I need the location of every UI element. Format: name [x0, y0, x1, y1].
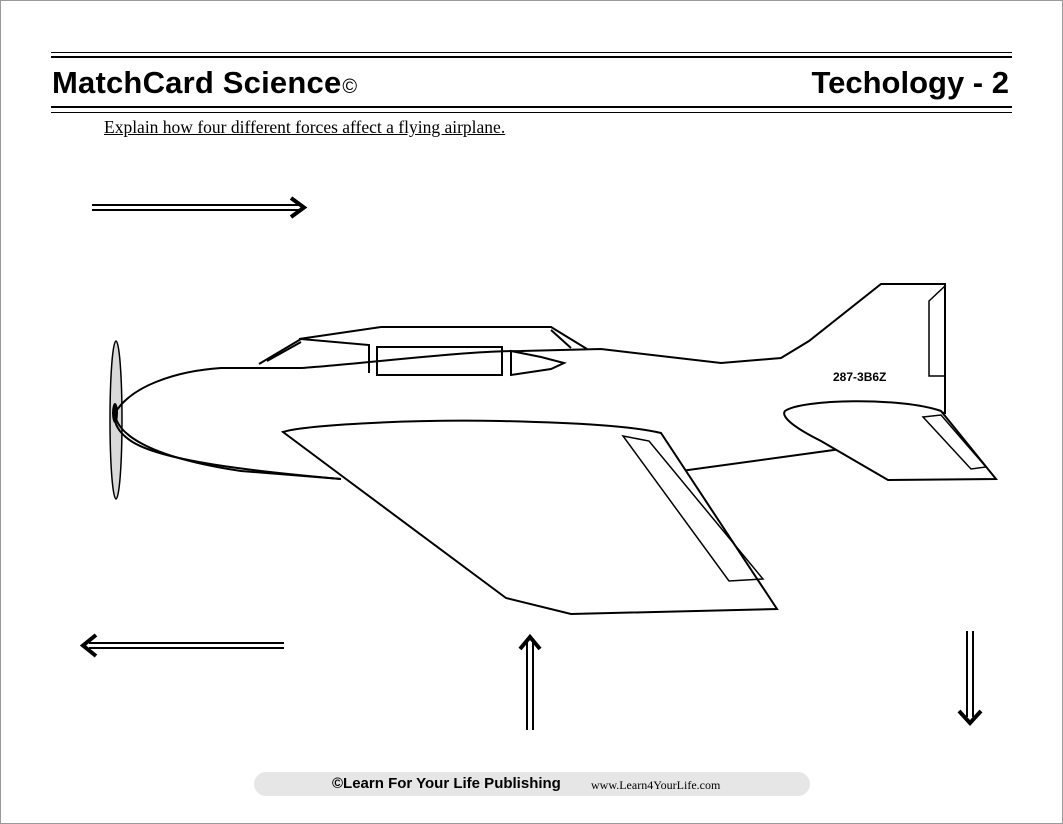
title-text: MatchCard Science: [52, 65, 342, 100]
arrow-down-icon: [957, 631, 983, 726]
airplane-canopy: [258, 326, 588, 377]
copyright-mark: ©: [342, 76, 358, 98]
header-rule-bottom: [51, 112, 1012, 113]
header-rule-bottom-thick: [51, 106, 1012, 108]
fuselage-belly: [114, 412, 342, 480]
airplane-registration: 287-3B6Z: [833, 370, 886, 384]
page-title: MatchCard Science©: [52, 65, 357, 101]
header-rule-top: [51, 52, 1012, 53]
header-rule-top-thick: [51, 56, 1012, 58]
footer-bar: ©Learn For Your Life Publishing www.Lear…: [254, 772, 810, 796]
footer-url[interactable]: www.Learn4YourLife.com: [591, 778, 721, 792]
arrow-right-icon: [92, 196, 308, 219]
arrow-up-icon: [518, 633, 542, 730]
stabilizer-elevator: [921, 414, 988, 470]
page-subtitle: Techology - 2: [811, 65, 1009, 100]
worksheet-prompt: Explain how four different forces affect…: [104, 117, 506, 137]
footer-publisher: ©Learn For Your Life Publishing: [332, 775, 561, 792]
tail-rudder: [928, 284, 946, 377]
airplane-wing: [280, 419, 779, 616]
wing-aileron: [621, 434, 765, 582]
arrow-left-icon: [79, 633, 284, 658]
airplane-stabilizer: [783, 400, 999, 482]
